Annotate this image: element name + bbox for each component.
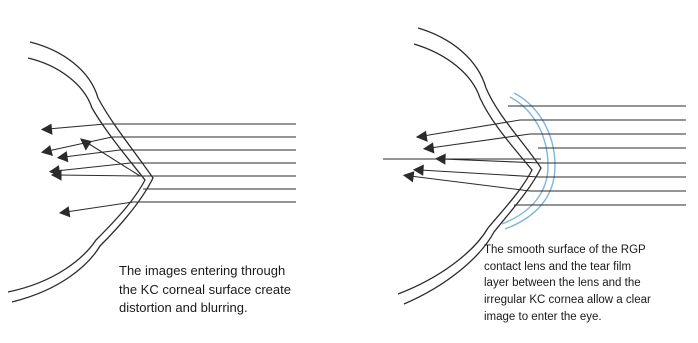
left-caption-line-3: distortion and blurring. (119, 300, 248, 315)
rgp-contact-lens (501, 92, 556, 230)
right-caption-line-5: image to enter the eye. (484, 310, 602, 323)
right-light-rays (383, 105, 686, 206)
left-panel-kc-cornea (7, 41, 154, 303)
right-caption-line-2: contact lens and the tear film (484, 260, 632, 273)
left-refracted-arrows (40, 123, 141, 218)
right-caption: The smooth surface of the RGP contact le… (484, 242, 651, 326)
left-caption-line-1: The images entering through (119, 263, 286, 278)
left-caption: The images entering through the KC corne… (119, 262, 291, 318)
rgp-lens-outer-surface (504, 92, 556, 230)
right-cornea-outer-contour (403, 27, 542, 305)
right-caption-line-3: layer between the lens and the (484, 277, 641, 290)
left-light-rays (105, 123, 296, 203)
left-caption-line-2: the KC corneal surface create (119, 281, 291, 297)
left-cornea-inner-contour (7, 57, 146, 293)
right-caption-line-1: The smooth surface of the RGP (484, 244, 646, 256)
right-panel-rgp-lens (397, 27, 542, 305)
right-converging-arrows (402, 119, 542, 192)
left-cornea-outer-contour (11, 41, 154, 303)
right-cornea-inner-contour (397, 43, 533, 295)
right-caption-line-4: irregular KC cornea allow a clear (484, 294, 651, 307)
rgp-lens-inner-surface (501, 96, 549, 225)
